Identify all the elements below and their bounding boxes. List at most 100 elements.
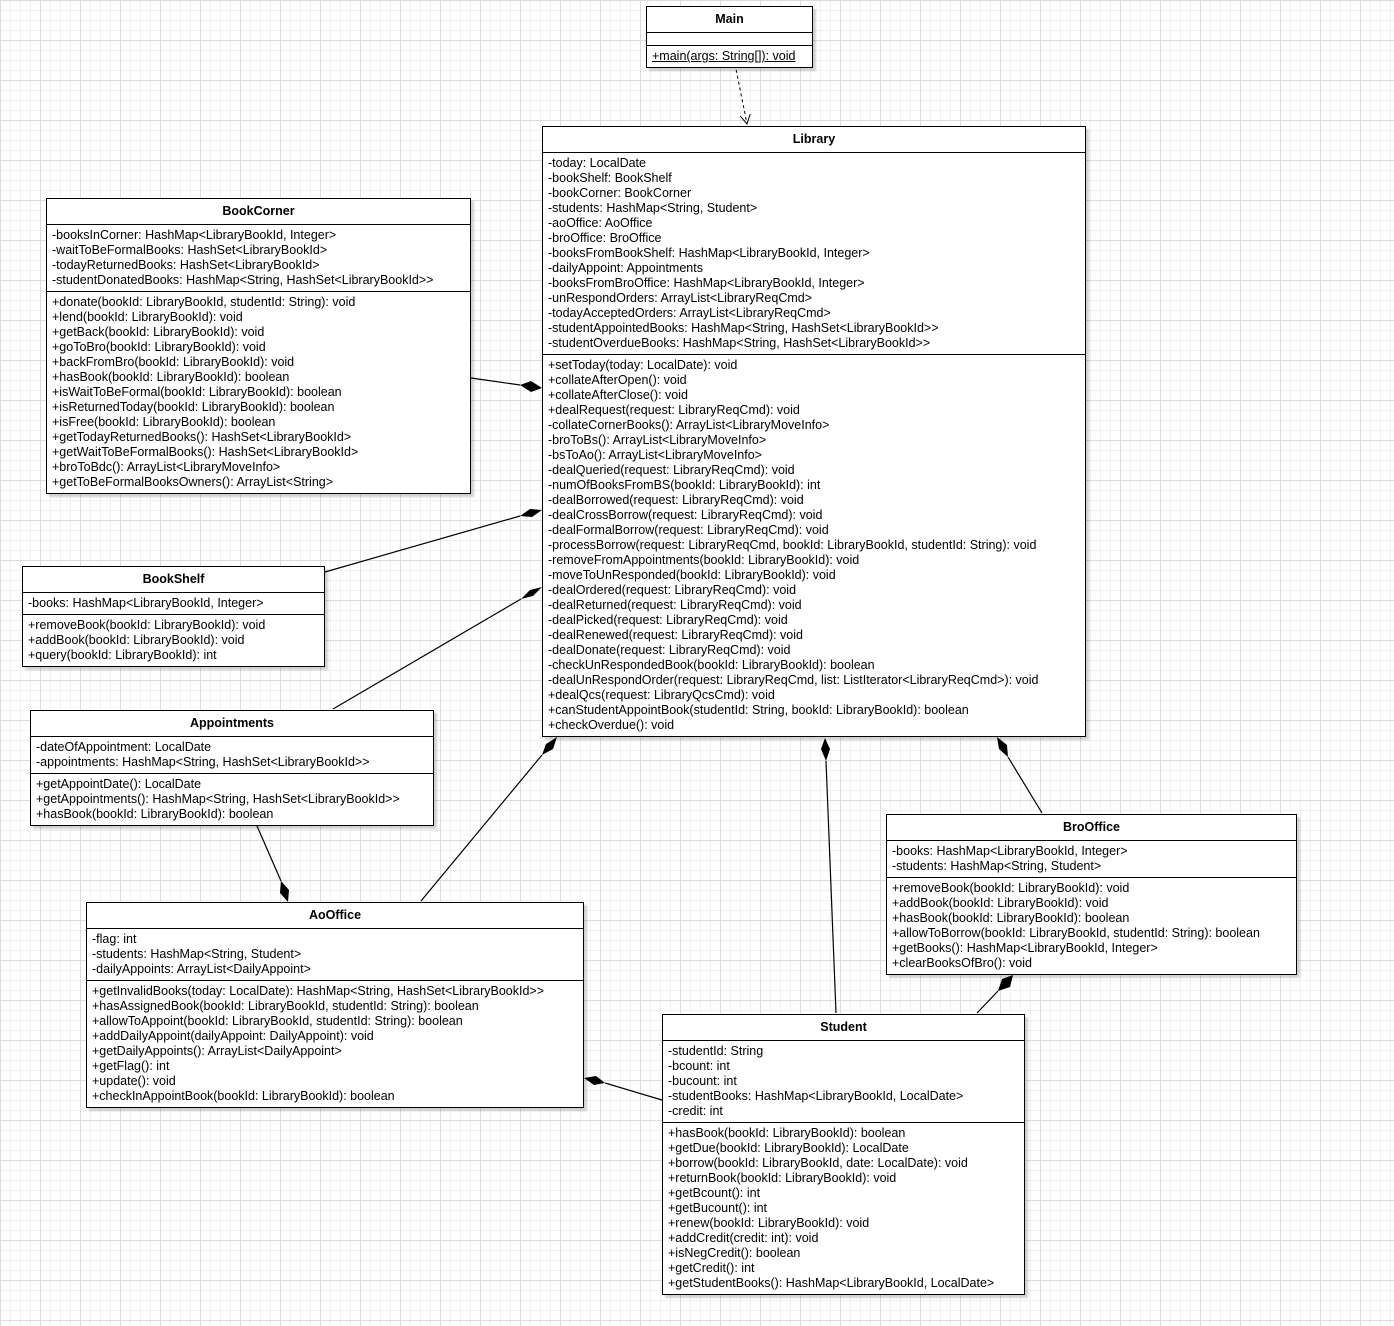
method-row: +allowToAppoint(bookId: LibraryBookId, s… (92, 1014, 463, 1028)
method-row: +getAppointments(): HashMap<String, Hash… (36, 792, 400, 806)
attribute-row: -today: LocalDate (548, 156, 646, 170)
attributes-section: -books: HashMap<LibraryBookId, Integer>-… (887, 841, 1296, 877)
method-row: +hasBook(bookId: LibraryBookId): boolean (892, 911, 1130, 925)
attribute-row: -bucount: int (668, 1074, 737, 1088)
method-row: -bsToAo(): ArrayList<LibraryMoveInfo> (548, 448, 762, 462)
attribute-row: -studentAppointedBooks: HashMap<String, … (548, 321, 939, 335)
method-row: +collateAfterOpen(): void (548, 373, 687, 387)
composition-library-brooffice (997, 737, 1043, 814)
attributes-section: -studentId: String-bcount: int-bucount: … (663, 1041, 1024, 1122)
method-row: -dealUnRespondOrder(request: LibraryReqC… (548, 673, 1039, 687)
composition-library-aooffice (420, 737, 557, 902)
method-row: +backFromBro(bookId: LibraryBookId): voi… (52, 355, 295, 369)
attribute-row: -studentDonatedBooks: HashMap<String, Ha… (52, 273, 434, 287)
composition-library-bookshelf (324, 509, 542, 573)
attributes-section: -flag: int-students: HashMap<String, Stu… (87, 929, 583, 980)
method-row: +borrow(bookId: LibraryBookId, date: Loc… (668, 1156, 968, 1170)
class-bookshelf[interactable]: BookShelf -books: HashMap<LibraryBookId,… (22, 566, 325, 667)
method-row: +getDailyAppoints(): ArrayList<DailyAppo… (92, 1044, 342, 1058)
attribute-row: -booksFromBroOffice: HashMap<LibraryBook… (548, 276, 865, 290)
class-name: BookShelf (23, 567, 324, 593)
method-row: +getWaitToBeFormalBooks(): HashSet<Libra… (52, 445, 359, 459)
method-row: +addDailyAppoint(dailyAppoint: DailyAppo… (92, 1029, 374, 1043)
composition-library-appointments (332, 587, 542, 710)
method-row: +goToBro(bookId: LibraryBookId): void (52, 340, 266, 354)
class-bookcorner[interactable]: BookCorner -booksInCorner: HashMap<Libra… (46, 198, 471, 494)
class-library[interactable]: Library -today: LocalDate-bookShelf: Boo… (542, 126, 1086, 737)
method-row: +query(bookId: LibraryBookId): int (28, 648, 217, 662)
method-row: +isWaitToBeFormal(bookId: LibraryBookId)… (52, 385, 342, 399)
methods-section: +setToday(today: LocalDate): void+collat… (543, 354, 1085, 736)
attribute-row: -students: HashMap<String, Student> (548, 201, 758, 215)
class-aooffice[interactable]: AoOffice -flag: int-students: HashMap<St… (86, 902, 584, 1108)
method-row: +renew(bookId: LibraryBookId): void (668, 1216, 870, 1230)
class-brooffice[interactable]: BroOffice -books: HashMap<LibraryBookId,… (886, 814, 1297, 975)
attribute-row: -unRespondOrders: ArrayList<LibraryReqCm… (548, 291, 813, 305)
attribute-row: -flag: int (92, 932, 137, 946)
method-row: +addCredit(credit: int): void (668, 1231, 819, 1245)
method-row: +collateAfterClose(): void (548, 388, 688, 402)
method-row: +hasAssignedBook(bookId: LibraryBookId, … (92, 999, 479, 1013)
attribute-row: -books: HashMap<LibraryBookId, Integer> (892, 844, 1128, 858)
attribute-row: -dailyAppoint: Appointments (548, 261, 703, 275)
method-row: +returnBook(bookId: LibraryBookId): void (668, 1171, 897, 1185)
class-main[interactable]: Main +main(args: String[]): void (646, 6, 813, 68)
attributes-section: -dateOfAppointment: LocalDate-appointmen… (31, 737, 433, 773)
attribute-row: -todayReturnedBooks: HashSet<LibraryBook… (52, 258, 320, 272)
attributes-section: -today: LocalDate-bookShelf: BookShelf -b… (543, 153, 1085, 354)
method-row: -dealBorrowed(request: LibraryReqCmd): v… (548, 493, 804, 507)
method-row: -processBorrow(request: LibraryReqCmd, b… (548, 538, 1037, 552)
attribute-row: -booksInCorner: HashMap<LibraryBookId, I… (52, 228, 337, 242)
attributes-section: -booksInCorner: HashMap<LibraryBookId, I… (47, 225, 470, 291)
attribute-row: -studentId: String (668, 1044, 764, 1058)
method-row: +isNegCredit(): boolean (668, 1246, 801, 1260)
dependency-main-library (734, 63, 751, 126)
attribute-row: -broOffice: BroOffice (548, 231, 662, 245)
methods-section: +main(args: String[]): void (647, 45, 812, 67)
method-row: +setToday(today: LocalDate): void (548, 358, 738, 372)
composition-aooffice-student (584, 1076, 663, 1101)
method-row: +getDue(bookId: LibraryBookId): LocalDat… (668, 1141, 909, 1155)
method-row: -dealCrossBorrow(request: LibraryReqCmd)… (548, 508, 823, 522)
method-row: +canStudentAppointBook(studentId: String… (548, 703, 969, 717)
method-row: -dealReturned(request: LibraryReqCmd): v… (548, 598, 802, 612)
attribute-row: -waitToBeFormalBooks: HashSet<LibraryBoo… (52, 243, 328, 257)
method-row: +getTodayReturnedBooks(): HashSet<Librar… (52, 430, 352, 444)
method-row: +removeBook(bookId: LibraryBookId): void (892, 881, 1130, 895)
method-row: +donate(bookId: LibraryBookId, studentId… (52, 295, 356, 309)
method-row: +getBcount(): int (668, 1186, 761, 1200)
methods-section: +removeBook(bookId: LibraryBookId): void… (23, 614, 324, 666)
method-row: -dealPicked(request: LibraryReqCmd): voi… (548, 613, 788, 627)
method-row: +isFree(bookId: LibraryBookId): boolean (52, 415, 276, 429)
method-row: +dealQcs(request: LibraryQcsCmd): void (548, 688, 775, 702)
class-appointments[interactable]: Appointments -dateOfAppointment: LocalDa… (30, 710, 434, 826)
method-row: -moveToUnResponded(bookId: LibraryBookId… (548, 568, 836, 582)
method-row: +getBack(bookId: LibraryBookId): void (52, 325, 265, 339)
method-row: +allowToBorrow(bookId: LibraryBookId, st… (892, 926, 1260, 940)
method-row: -numOfBooksFromBS(bookId: LibraryBookId)… (548, 478, 821, 492)
method-row: +removeBook(bookId: LibraryBookId): void (28, 618, 266, 632)
class-name: Library (543, 127, 1085, 153)
class-student[interactable]: Student -studentId: String-bcount: int-b… (662, 1014, 1025, 1295)
attribute-row: -books: HashMap<LibraryBookId, Integer> (28, 596, 264, 610)
attribute-row: -bcount: int (668, 1059, 730, 1073)
method-row: -removeFromAppointments(bookId: LibraryB… (548, 553, 860, 567)
method-row: -checkUnRespondedBook(bookId: LibraryBoo… (548, 658, 875, 672)
method-row: +lend(bookId: LibraryBookId): void (52, 310, 243, 324)
class-name: Appointments (31, 711, 433, 737)
method-row: +getToBeFormalBooksOwners(): ArrayList<S… (52, 475, 334, 489)
method-row: -dealQueried(request: LibraryReqCmd): vo… (548, 463, 795, 477)
method-row: -dealRenewed(request: LibraryReqCmd): vo… (548, 628, 803, 642)
methods-section: +hasBook(bookId: LibraryBookId): boolean… (663, 1122, 1024, 1294)
composition-library-student (821, 738, 837, 1014)
attributes-section (647, 33, 812, 45)
attribute-row: -bookShelf: BookShelf (548, 171, 672, 185)
method-row: -dealFormalBorrow(request: LibraryReqCmd… (548, 523, 829, 537)
method-row: +isReturnedToday(bookId: LibraryBookId):… (52, 400, 335, 414)
method-row: +hasBook(bookId: LibraryBookId): boolean (52, 370, 290, 384)
attribute-row: -dailyAppoints: ArrayList<DailyAppoint> (92, 962, 311, 976)
methods-section: +getAppointDate(): LocalDate+getAppointm… (31, 773, 433, 825)
attribute-row: -students: HashMap<String, Student> (892, 859, 1102, 873)
method-row: +checkOverdue(): void (548, 718, 675, 732)
method-row: +hasBook(bookId: LibraryBookId): boolean (668, 1126, 906, 1140)
